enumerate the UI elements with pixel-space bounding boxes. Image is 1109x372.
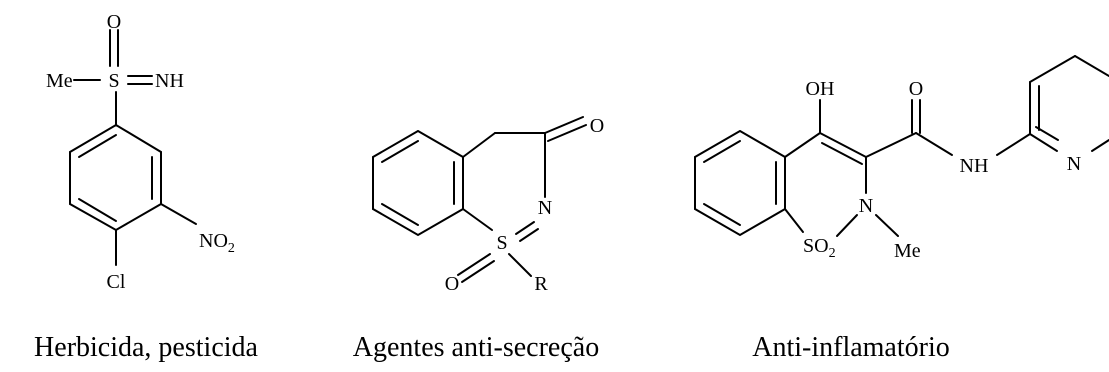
atom-methyl: Me [894,240,921,262]
atom-nitrogen: N [538,197,552,219]
atom-nitro: NO2 [199,230,235,256]
atom-amide-oxygen: O [909,78,923,100]
atom-carbonyl-oxygen: O [590,115,604,137]
atom-oxygen: O [107,11,121,33]
bonds [372,116,587,283]
caption-anti-inflammatory: Anti-inflamatório [752,332,950,363]
caption-herbicide: Herbicida, pesticida [34,332,258,363]
atom-pyridine-nitrogen: N [1067,153,1081,175]
atom-hydroxyl: OH [806,78,835,100]
atom-sulfur: S [108,70,119,92]
atom-methyl: Me [46,70,73,92]
molecule-herbicide: O Me S NH NO2 Cl Herbicida, pesticida [34,11,258,363]
molecule-anti-inflammatory: OH O NH N N SO2 Me Anti-inflamatório [694,55,1109,363]
atom-ring-nitrogen: N [859,195,873,217]
atom-chlorine: Cl [107,271,126,293]
atom-nh: NH [155,70,184,92]
caption-anti-secretion: Agentes anti-secreção [353,332,599,363]
atom-sulfonyl: SO2 [803,235,836,261]
bonds [69,29,197,266]
bonds [694,55,1109,237]
atom-amide-nh: NH [960,155,989,177]
atom-r-group: R [534,273,548,295]
atom-sulfur: S [496,232,507,254]
atom-sulfonyl-oxygen: O [445,273,459,295]
molecule-anti-secretion: O N S O R Agentes anti-secreção [353,115,604,363]
